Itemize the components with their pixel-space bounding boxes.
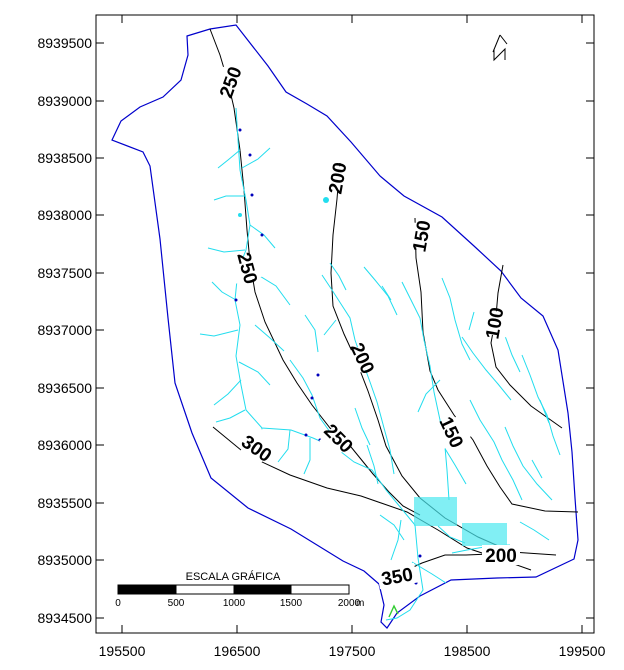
scale-label: 2000 — [338, 598, 361, 609]
scale-label: 500 — [168, 598, 185, 609]
river-network — [199, 107, 561, 621]
contour-label-group: 250 200 150 250 100 200 150 250 300 200 … — [209, 64, 520, 591]
x-axis-ticks — [121, 15, 583, 633]
y-tick-label: 8938000 — [37, 207, 92, 223]
y-tick-label: 8938500 — [37, 150, 92, 166]
scale-label: 1500 — [280, 598, 303, 609]
y-tick-label: 8936500 — [37, 380, 92, 396]
x-tick-label: 199500 — [559, 643, 606, 659]
y-tick-label: 8936000 — [37, 437, 92, 453]
x-tick-label: 195500 — [99, 643, 146, 659]
y-tick-label: 8937000 — [37, 322, 92, 338]
y-tick-label: 8939500 — [37, 35, 92, 51]
scale-bar: ESCALA GRÁFICA 0 500 1000 1500 2000 m — [115, 570, 364, 609]
north-arrow-icon — [492, 34, 508, 62]
map-frame — [95, 14, 595, 634]
scale-label: 1000 — [223, 598, 246, 609]
contour-label: 350 — [380, 564, 415, 590]
outlet-marker — [388, 604, 399, 618]
y-tick-label: 8937500 — [37, 265, 92, 281]
x-tick-label: 196500 — [214, 643, 261, 659]
y-tick-label: 8939000 — [37, 93, 92, 109]
contour-lines — [209, 28, 579, 577]
contour-label: 200 — [485, 546, 517, 567]
x-tick-label: 198500 — [444, 643, 491, 659]
reservoir-patch — [462, 523, 507, 546]
x-tick-label: 197500 — [329, 643, 376, 659]
y-tick-label: 8934500 — [37, 610, 92, 626]
reservoir-patch — [414, 497, 457, 526]
pond-marker — [323, 197, 329, 203]
scale-title: ESCALA GRÁFICA — [186, 570, 281, 583]
watershed-boundary — [111, 24, 579, 629]
y-tick-label: 8935000 — [37, 552, 92, 568]
sample-points — [234, 128, 422, 585]
scale-label: 0 — [115, 598, 121, 609]
y-axis-ticks — [96, 42, 594, 619]
scale-unit: m — [356, 598, 364, 609]
y-tick-label: 8935500 — [37, 495, 92, 511]
pond-marker — [238, 213, 242, 217]
